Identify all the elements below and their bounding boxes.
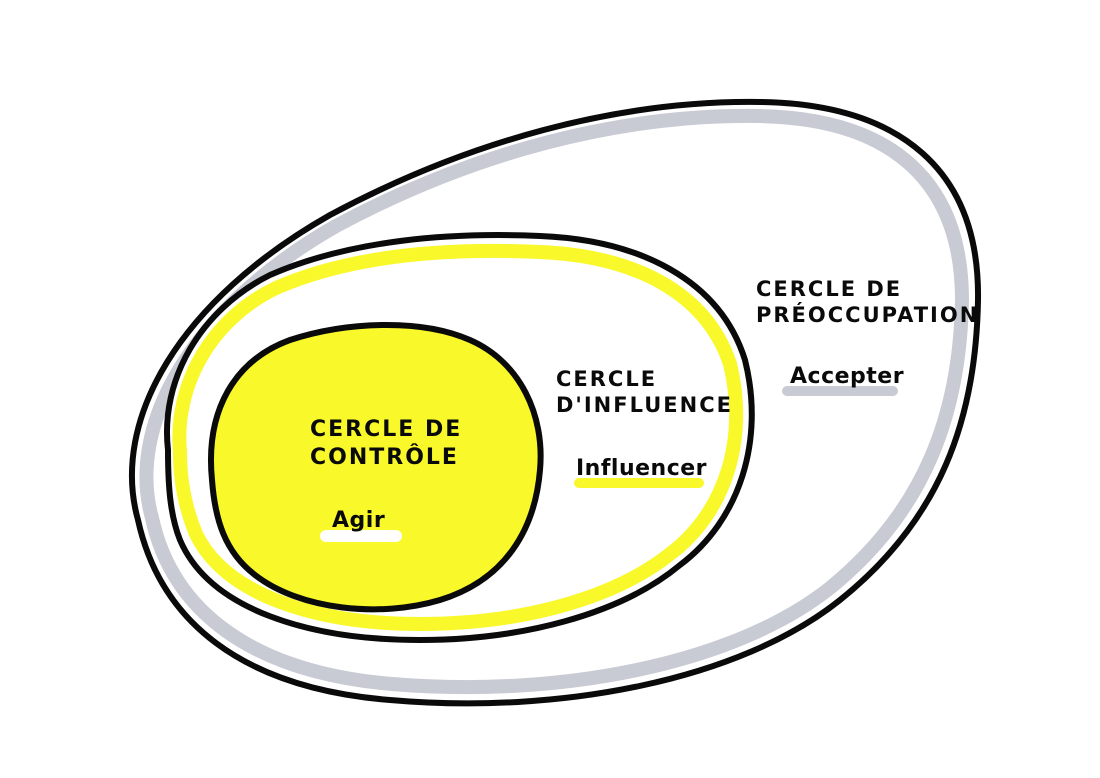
influence-title-line1: Cercle: [556, 367, 658, 391]
accepter-highlight: [782, 386, 898, 396]
control-circle: [208, 322, 544, 613]
control-title: Cercle de contrôle: [310, 416, 462, 471]
concern-action: Accepter: [790, 364, 905, 389]
concern-title-line2: préoccupation: [756, 303, 980, 328]
concern-title-line1: Cercle de: [756, 277, 903, 301]
influence-title: Cercle d'influence: [556, 366, 733, 419]
agir-highlight: [320, 530, 402, 542]
control-title-line2: contrôle: [310, 444, 459, 470]
control-title-line1: Cercle de: [310, 417, 463, 442]
influencer-highlight: [574, 478, 704, 488]
influence-action: Influencer: [576, 456, 708, 481]
control-action: Agir: [332, 508, 386, 533]
influence-title-line2: d'influence: [556, 393, 733, 418]
concern-title: Cercle de préoccupation: [756, 276, 979, 329]
